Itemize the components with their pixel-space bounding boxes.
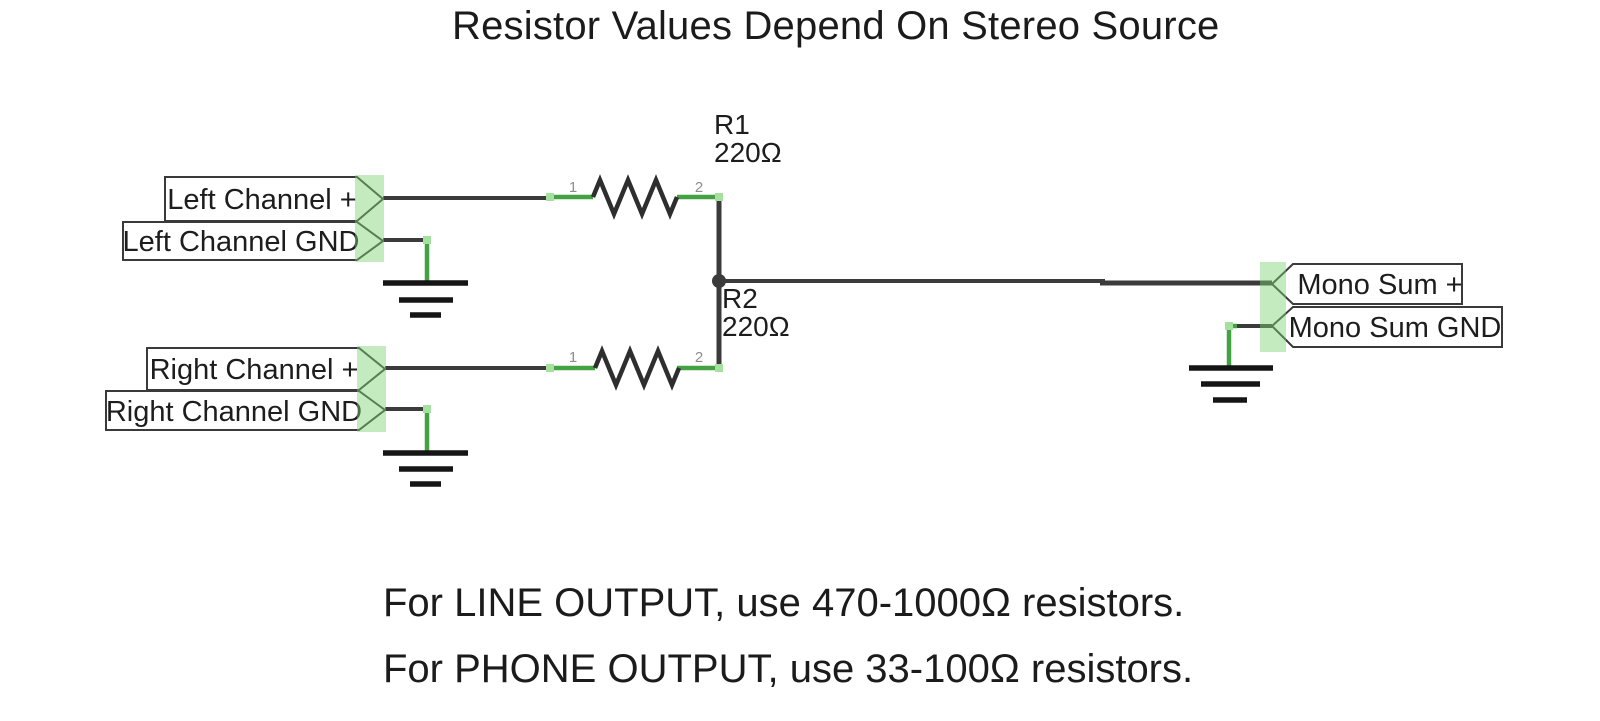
net-label-mono-plus: Mono Sum + xyxy=(1297,269,1462,301)
endpoint-cap xyxy=(546,364,554,372)
net-label-mono-gnd: Mono Sum GND xyxy=(1289,312,1502,344)
r2-value: 220Ω xyxy=(722,311,790,342)
note-phone-output: For PHONE OUTPUT, use 33-100Ω resistors. xyxy=(383,647,1194,691)
r1-zigzag xyxy=(590,174,680,220)
junction-dot xyxy=(712,274,726,288)
endpoint-cap xyxy=(715,364,723,372)
net-label-mono-gnd-shape xyxy=(1270,306,1503,348)
highlight-left-labels xyxy=(355,175,384,262)
wires-dark xyxy=(383,196,1272,411)
wire-left-gnd-drop xyxy=(424,237,430,283)
net-label-right-gnd: Right Channel GND xyxy=(106,396,362,428)
ground-symbol-right xyxy=(383,450,468,487)
net-label-texts: Left Channel + Left Channel GND Right Ch… xyxy=(106,184,1502,428)
endpoint-cap xyxy=(1225,322,1233,330)
wire-mono-gnd-drop xyxy=(1226,323,1237,368)
net-label-mono-plus-shape xyxy=(1270,263,1463,305)
resistor-notes: For LINE OUTPUT, use 470-1000Ω resistors… xyxy=(383,570,1193,702)
net-label-right-plus: Right Channel + xyxy=(150,354,359,386)
page-title: Resistor Values Depend On Stereo Source xyxy=(452,4,1220,48)
note-line-output: For LINE OUTPUT, use 470-1000Ω resistors… xyxy=(383,581,1185,625)
wire-right-gnd-drop xyxy=(424,406,430,453)
ground-symbol-mono xyxy=(1189,365,1273,403)
highlight-right-labels xyxy=(357,346,386,432)
r1-pin2-number: 2 xyxy=(695,179,703,196)
endpoint-cap xyxy=(546,193,554,201)
net-labels xyxy=(105,176,1503,431)
endpoint-cap xyxy=(423,236,431,244)
r2-reference: R2 xyxy=(722,283,758,314)
endpoint-cap xyxy=(715,193,723,201)
highlight-mono-labels xyxy=(1260,262,1286,352)
r2-pin2-number: 2 xyxy=(695,349,703,366)
r1-reference: R1 xyxy=(714,109,750,140)
endpoint-cap xyxy=(423,405,431,413)
r2-zigzag xyxy=(592,345,682,391)
wires-green xyxy=(424,237,1237,453)
wire-endpoint-caps xyxy=(423,193,1233,413)
net-label-right-gnd-shape xyxy=(105,390,387,431)
resistor-r2: 1 2 R2 220Ω xyxy=(550,283,790,391)
net-label-left-plus: Left Channel + xyxy=(167,184,356,216)
ground-symbol-left xyxy=(383,280,468,318)
r1-value: 220Ω xyxy=(714,137,782,168)
r1-pin1-number: 1 xyxy=(569,179,577,196)
net-label-left-plus-shape xyxy=(164,176,385,222)
net-label-left-gnd-shape xyxy=(122,221,385,261)
resistor-r1: 1 2 R1 220Ω xyxy=(550,109,782,220)
net-label-right-plus-shape xyxy=(146,347,387,391)
r2-pin1-number: 1 xyxy=(569,349,577,366)
net-label-left-gnd: Left Channel GND xyxy=(123,226,360,258)
selection-highlights xyxy=(355,175,1286,432)
